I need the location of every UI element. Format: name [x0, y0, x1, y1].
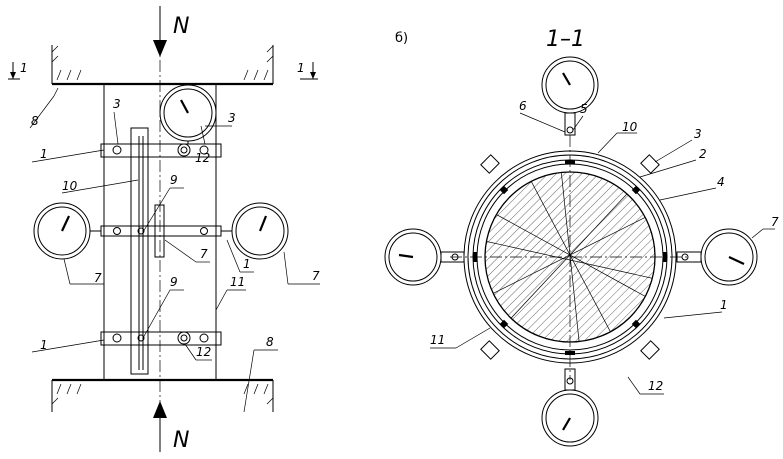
measuring-rod	[154, 204, 165, 258]
label-1-rv: 1	[720, 298, 728, 312]
dial-gauge-top	[159, 84, 217, 144]
diagonal-screws	[480, 154, 660, 360]
label-10-right: 10	[622, 120, 638, 134]
top-support-plate	[51, 45, 274, 86]
contact-ball-top	[177, 143, 191, 157]
left-leaders	[29, 87, 320, 413]
label-11-rv: 11	[430, 333, 445, 347]
label-7-rv: 7	[771, 215, 779, 229]
label-6: 6	[519, 99, 527, 113]
specimen-cylinder	[103, 40, 217, 420]
label-3-rv: 3	[694, 127, 702, 141]
right-leaders	[430, 112, 775, 395]
section-mark-left: 1	[20, 61, 28, 75]
section-marker-left	[8, 62, 20, 80]
label-4: 4	[717, 175, 725, 189]
label-3-left: 3	[113, 97, 121, 111]
bottom-support-plate	[51, 378, 274, 412]
section-mark-right: 1	[297, 61, 305, 75]
label-2: 2	[699, 147, 707, 161]
load-label-bottom: N	[173, 428, 189, 453]
panel-b-label: б)	[395, 31, 408, 46]
gauge-bottom	[541, 368, 599, 447]
load-arrow-bottom	[153, 401, 167, 452]
label-5: 5	[580, 102, 588, 116]
label-7-mid: 7	[200, 247, 208, 261]
label-11: 11	[230, 275, 245, 289]
label-8-top: 8	[31, 114, 39, 128]
label-7-right: 7	[312, 269, 320, 283]
left-view: N N 1 1	[8, 6, 320, 453]
gauge-top	[541, 56, 599, 136]
label-7-left: 7	[94, 271, 102, 285]
gauge-left	[384, 228, 465, 286]
load-label-top: N	[173, 14, 189, 39]
dial-gauge-right	[221, 202, 289, 260]
section-title: 1–1	[546, 27, 585, 52]
label-12-top: 12	[195, 151, 210, 165]
label-10: 10	[62, 179, 78, 193]
label-9-top: 9	[170, 173, 178, 187]
label-1-mid: 1	[243, 257, 251, 271]
load-arrow-top	[153, 6, 167, 57]
label-8-bottom: 8	[266, 335, 274, 349]
label-12-rv: 12	[648, 379, 663, 393]
ring-clamp-middle	[100, 225, 222, 237]
vertical-bar	[130, 127, 149, 375]
right-view: б) 1–1	[384, 27, 779, 447]
label-9-bottom: 9	[170, 275, 178, 289]
label-1-top: 1	[40, 147, 48, 161]
ring-clamp-bottom	[100, 331, 222, 346]
gauge-right	[676, 228, 758, 286]
label-3-right: 3	[228, 111, 236, 125]
contact-ball-bottom	[177, 331, 191, 345]
label-12-bottom: 12	[196, 345, 211, 359]
label-1-bottom: 1	[40, 338, 48, 352]
section-marker-right	[300, 62, 318, 80]
dial-gauge-left	[33, 202, 101, 260]
